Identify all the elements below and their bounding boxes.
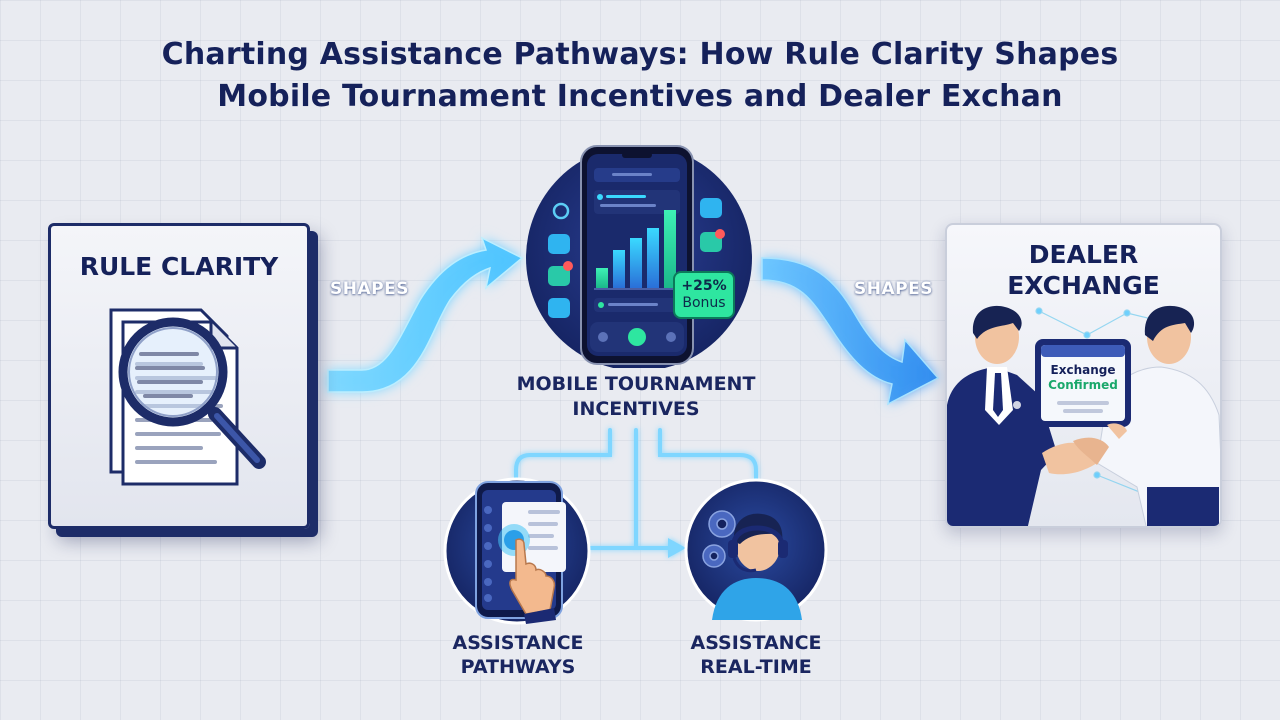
title-line-1: Charting Assistance Pathways: How Rule C… <box>161 37 1119 72</box>
mobile-tournament-label-line2: INCENTIVES <box>572 398 700 420</box>
exchange-confirmed-text: Exchange Confirmed <box>1041 363 1125 393</box>
exchange-tablet <box>1035 339 1131 427</box>
mobile-tournament-node <box>526 145 752 368</box>
assistance-pathways-label-line2: PATHWAYS <box>460 656 576 678</box>
support-agent-icon <box>712 513 802 620</box>
assistance-realtime-node <box>684 478 828 622</box>
confirmed-word: Confirmed <box>1048 378 1118 392</box>
assistance-pathways-node <box>443 477 591 625</box>
app-side-icons <box>548 198 725 318</box>
assistance-realtime-label-line2: REAL-TIME <box>700 656 812 678</box>
smartphone <box>580 145 694 365</box>
pointing-hand-icon <box>509 538 556 615</box>
assistance-realtime-label: ASSISTANCE REAL-TIME <box>656 631 856 679</box>
edge-label-right: SHAPES <box>854 279 933 299</box>
title-line-2: Mobile Tournament Incentives and Dealer … <box>217 79 1063 114</box>
handshake-illustration <box>947 305 1220 526</box>
mobile-tournament-label-line1: MOBILE TOURNAMENT <box>516 373 756 395</box>
dealer-exchange-card: DEALER EXCHANGE Exchange Confirmed <box>945 223 1222 528</box>
bonus-word: Bonus <box>682 295 726 311</box>
arrow-mobile-to-dealer <box>761 257 940 406</box>
document-search-icon <box>109 308 266 486</box>
dealer-exchange-label: DEALER EXCHANGE <box>947 239 1220 301</box>
diagram-title: Charting Assistance Pathways: How Rule C… <box>0 34 1280 118</box>
gear-icon <box>702 510 736 568</box>
rule-clarity-card: RULE CLARITY <box>48 223 310 529</box>
dealer-left-person <box>947 305 1057 526</box>
assistance-pathways-label: ASSISTANCE PATHWAYS <box>418 631 618 679</box>
arrow-rule-to-mobile <box>327 236 524 393</box>
exchange-word: Exchange <box>1050 363 1116 377</box>
bonus-badge-text: +25% Bonus <box>674 278 734 312</box>
assistance-pathways-label-line1: ASSISTANCE <box>452 632 584 654</box>
rule-clarity-label: RULE CLARITY <box>79 252 279 281</box>
dealer-exchange-label-line2: EXCHANGE <box>1007 271 1160 300</box>
branch-arrowhead <box>668 538 686 558</box>
handshake <box>1042 423 1127 475</box>
dealer-exchange-label-line1: DEALER <box>1028 240 1139 269</box>
mobile-tournament-label: MOBILE TOURNAMENT INCENTIVES <box>486 372 786 422</box>
assistance-realtime-label-line1: ASSISTANCE <box>690 632 822 654</box>
edge-label-left: SHAPES <box>330 279 409 299</box>
bonus-percent: +25% <box>681 278 727 294</box>
bonus-badge <box>673 271 735 319</box>
branch-connectors <box>514 428 758 550</box>
